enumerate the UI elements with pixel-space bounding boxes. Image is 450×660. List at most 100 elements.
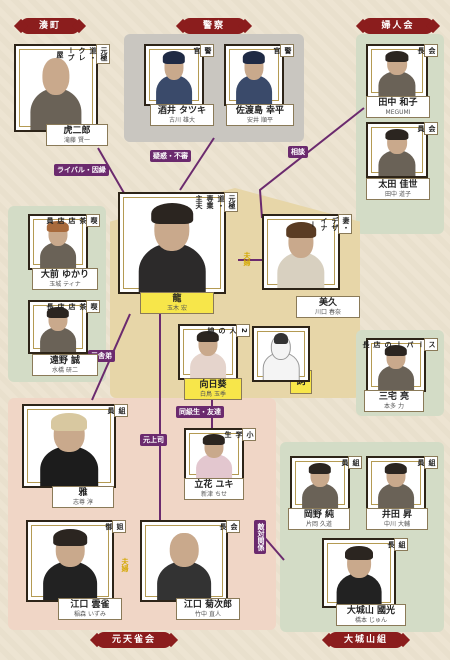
- photo-eguchi-kikujiro: [140, 520, 228, 602]
- relation-fuufu-1: 夫婦: [243, 252, 251, 266]
- actor-sadojima: 安井 順平: [247, 117, 273, 124]
- name-text-masa: 雅: [78, 488, 88, 498]
- actor-masa: 志尊 淳: [73, 499, 93, 506]
- name-oshiroyama: 大城山 國光 橋本 じゅん: [336, 604, 406, 626]
- role-hinata: 2人の娘: [207, 324, 250, 337]
- role-tachibana: 小学生: [224, 428, 256, 441]
- name-text-sakai: 酒井 タツキ: [157, 106, 207, 116]
- photo-masa: [22, 404, 116, 488]
- name-text-sadojima: 佐渡島 幸平: [235, 106, 285, 116]
- name-tatsu: 龍 玉木 宏: [140, 292, 214, 314]
- photo-eguchi-kumoi: [26, 520, 114, 602]
- name-torajiro: 虎二郎 滝藤 賢一: [46, 124, 108, 146]
- photo-torajiro: [14, 44, 98, 132]
- role-torajiro: 元極道・クレープ屋: [56, 44, 110, 64]
- tag-keisatsu: 警察: [182, 18, 246, 34]
- name-text-ota: 太田 佳世: [378, 180, 418, 190]
- relation-motojoushi: 元上司: [140, 434, 167, 446]
- name-ide: 井田 昇 中川 大輔: [366, 508, 428, 530]
- name-omae: 大前 ゆかり 玉城 ティナ: [32, 268, 98, 290]
- role-eguchi-kumoi: 姐御: [105, 520, 126, 533]
- actor-eguchi-kumoi: 稲森 いずみ: [74, 611, 106, 618]
- photo-okano: [290, 456, 350, 510]
- actor-omae: 玉城 ティナ: [49, 281, 81, 288]
- photo-ota: [366, 122, 428, 178]
- photo-gin-cat: [252, 326, 310, 382]
- photo-oshiroyama: [322, 538, 396, 608]
- role-miku: 妻・デザイナー: [309, 214, 352, 234]
- name-eguchi-kikujiro: 江口 菊次郎 竹中 直人: [176, 598, 240, 620]
- photo-sadojima: [224, 44, 284, 106]
- actor-eguchi-kikujiro: 竹中 直人: [195, 611, 221, 618]
- relation-dousei: 同級生・友達: [176, 406, 224, 418]
- actor-hinata: 白鳥 玉季: [200, 391, 226, 398]
- line-gimon: [179, 137, 215, 191]
- role-omae: 喫茶店店員: [46, 214, 100, 227]
- actor-okano: 片岡 久道: [306, 521, 332, 528]
- tag-minatomachi: 湊町: [20, 18, 80, 34]
- name-text-tatsu: 龍: [172, 294, 182, 304]
- name-text-tono: 遠野 誠: [49, 356, 81, 366]
- photo-omae: [28, 214, 88, 270]
- line-rival: [97, 147, 129, 201]
- role-oshiroyama: 組長: [387, 538, 408, 551]
- role-ota: 会員: [417, 122, 438, 135]
- name-sadojima: 佐渡島 幸平 安井 順平: [226, 104, 294, 126]
- name-text-omae: 大前 ゆかり: [40, 270, 90, 280]
- photo-tatsu: [118, 192, 226, 294]
- photo-tachibana: [184, 428, 244, 480]
- name-sakai: 酒井 タツキ 古川 雄大: [150, 104, 214, 126]
- name-text-ide: 井田 昇: [381, 510, 413, 520]
- name-masa: 雅 志尊 淳: [52, 486, 114, 508]
- actor-miyake: 本多 力: [384, 403, 404, 410]
- name-miku: 美久 川口 春奈: [296, 296, 360, 318]
- name-text-tanaka: 田中 和子: [378, 98, 418, 108]
- name-text-oshiroyama: 大城山 國光: [346, 606, 396, 616]
- actor-sakai: 古川 雄大: [169, 117, 195, 124]
- actor-tatsu: 玉木 宏: [167, 305, 187, 312]
- name-text-miku: 美久: [318, 298, 337, 308]
- actor-miku: 川口 春奈: [315, 309, 341, 316]
- name-tachibana: 立花 ユキ 新津 ちせ: [184, 478, 244, 500]
- photo-sakai: [144, 44, 204, 106]
- name-text-miyake: 三宅 亮: [378, 392, 410, 402]
- actor-tachibana: 新津 ちせ: [201, 491, 227, 498]
- actor-ota: 田中 道子: [385, 191, 411, 198]
- actor-tono: 水橋 研二: [52, 367, 78, 374]
- photo-tanaka: [366, 44, 428, 98]
- role-okano: 組員: [341, 456, 362, 469]
- photo-hinata: [178, 324, 238, 380]
- name-text-eguchi-kumoi: 江口 雲雀: [70, 600, 110, 610]
- relation-soudan: 相談: [288, 146, 308, 158]
- actor-oshiroyama: 橋本 じゅん: [355, 617, 387, 624]
- relation-rival: ライバル・因縁: [54, 164, 109, 176]
- role-tono: 喫茶店店長: [46, 300, 100, 313]
- name-miyake: 三宅 亮 本多 力: [364, 390, 424, 412]
- name-tono: 遠野 誠 水橋 研二: [32, 354, 98, 376]
- actor-ide: 中川 大輔: [384, 521, 410, 528]
- actor-tanaka: MEGUMI: [385, 109, 411, 116]
- name-okano: 岡野 純 片岡 久道: [288, 508, 350, 530]
- name-ota: 太田 佳世 田中 道子: [366, 178, 430, 200]
- name-tanaka: 田中 和子 MEGUMI: [366, 96, 430, 118]
- name-eguchi-kumoi: 江口 雲雀 稲森 いずみ: [58, 598, 122, 620]
- role-eguchi-kikujiro: 会長: [219, 520, 240, 533]
- tag-oshiroyama: 大城山組: [328, 632, 404, 648]
- relation-gimon: 疑惑・不審: [150, 150, 191, 162]
- name-text-torajiro: 虎二郎: [63, 126, 91, 136]
- name-hinata: 向日葵 白鳥 玉季: [184, 378, 242, 400]
- role-ide: 組員: [417, 456, 438, 469]
- line-soudan: [258, 107, 365, 219]
- role-miyake: スーパーの店長: [362, 338, 438, 351]
- relation-tekitai: 敵対関係: [254, 520, 266, 554]
- tag-fujinkai: 婦人会: [362, 18, 434, 34]
- name-text-hinata: 向日葵: [199, 380, 227, 390]
- photo-miku: [262, 214, 340, 290]
- photo-miyake: [366, 338, 426, 392]
- photo-tono: [28, 300, 88, 354]
- relation-fuufu-2: 夫婦: [121, 558, 129, 572]
- tag-motoamasuzume: 元天雀会: [96, 632, 172, 648]
- name-text-tachibana: 立花 ユキ: [194, 480, 234, 490]
- name-text-okano: 岡野 純: [303, 510, 335, 520]
